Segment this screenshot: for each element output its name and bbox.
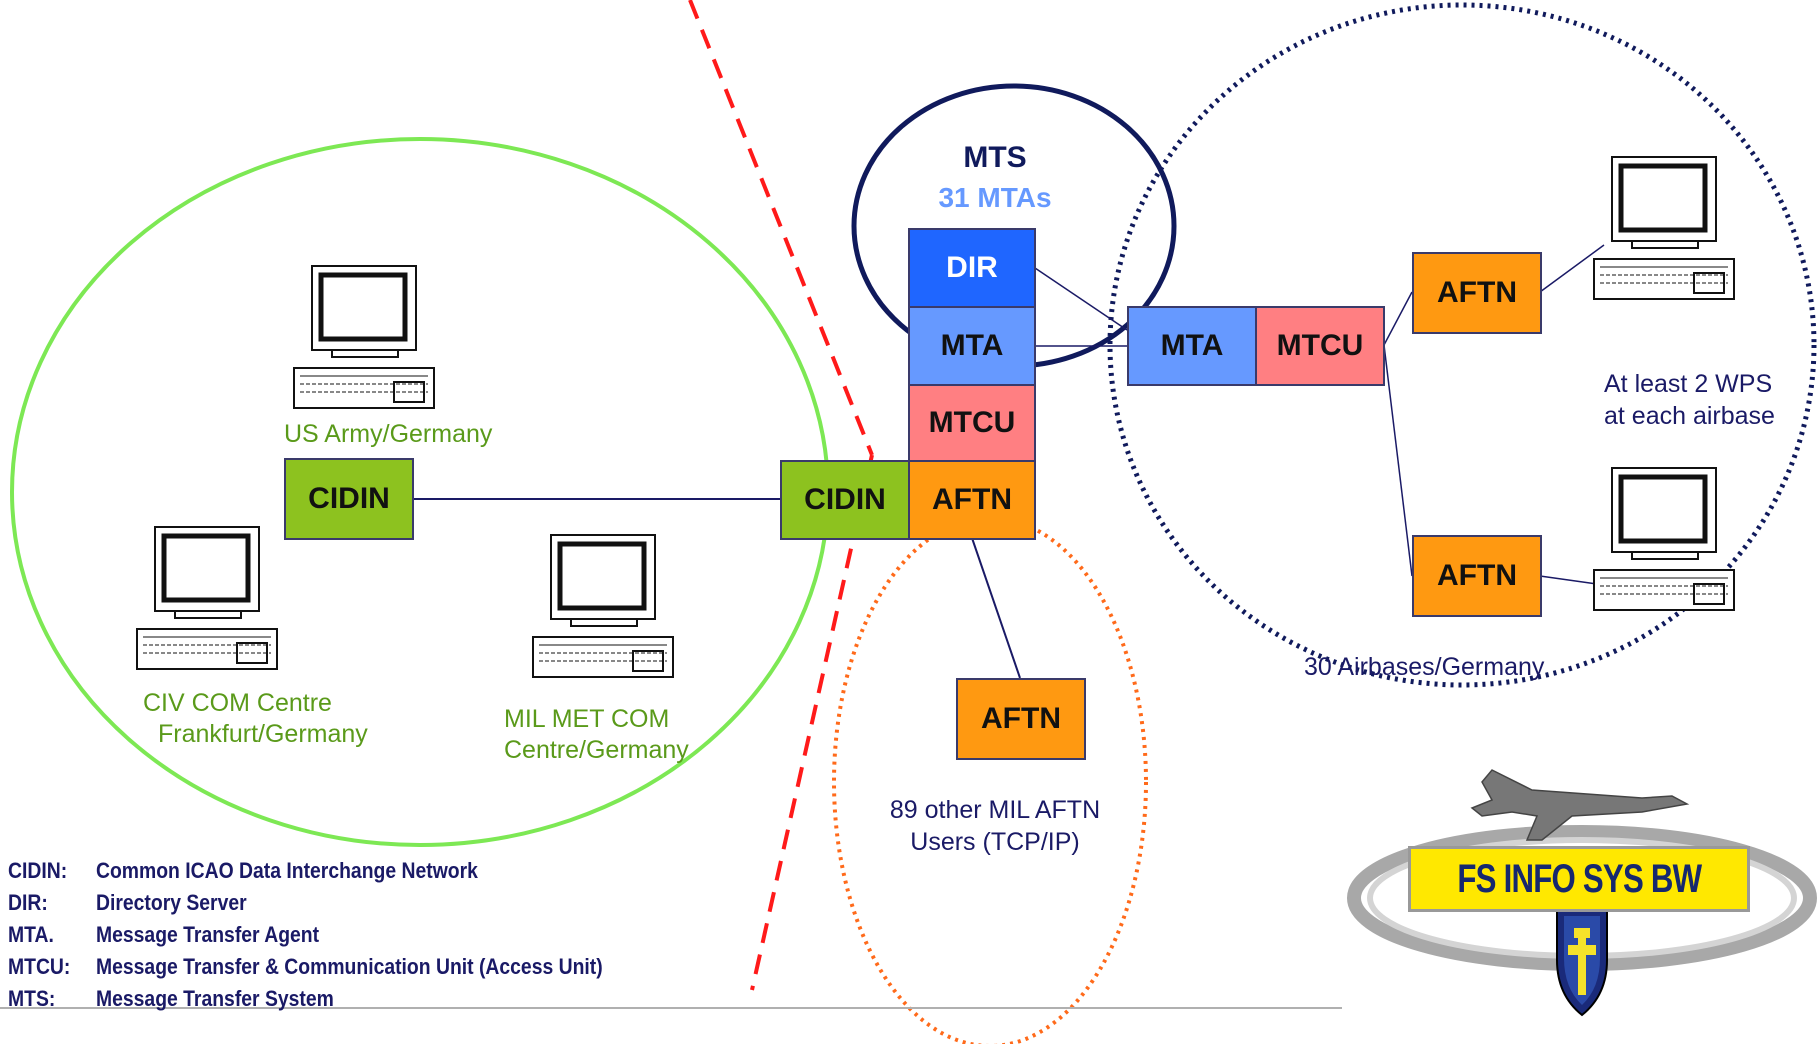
computer-icon [1593, 467, 1735, 611]
fs-info-sys-logo: FS INFO SYS BW [1342, 760, 1820, 1044]
jet-icon [1470, 769, 1690, 841]
legend-abbr: MTCU: [8, 954, 71, 979]
mts-subtitle: 31 MTAs [938, 182, 1052, 213]
civ-com-label-line1: CIV COM Centre [143, 689, 332, 717]
shield-icon [1556, 909, 1608, 1017]
legend-row-mtcu: MTCU: Message Transfer & Communication Un… [8, 954, 603, 980]
logo-banner: FS INFO SYS BW [1408, 846, 1750, 912]
wps-label-line2: at each airbase [1604, 402, 1775, 430]
legend-row-mts: MTS: Message Transfer System [8, 986, 334, 1012]
legend-text: Common ICAO Data Interchange Network [96, 858, 478, 883]
aftn-box-right-bottom: AFTN [1412, 535, 1542, 617]
legend-row-mta: MTA. Message Transfer Agent [8, 922, 319, 948]
aftn-to-bottom-link [971, 537, 1021, 679]
mtcu-to-aftn-bottom-link [1383, 344, 1413, 577]
mil-met-label-line1: MIL MET COM [504, 705, 670, 733]
mil-met-label-line2: Centre/Germany [504, 736, 689, 764]
computer-icon [293, 265, 435, 409]
computer-icon [136, 526, 278, 670]
users-region-ellipse [832, 516, 1148, 1044]
mta-box-right: MTA [1127, 306, 1257, 386]
mtcu-box-right: MTCU [1255, 306, 1385, 386]
mts-title: MTS [963, 141, 1027, 174]
users-label-line2: Users (TCP/IP) [910, 828, 1080, 856]
mta-box-center: MTA [908, 306, 1036, 386]
aftn-box-right-top: AFTN [1412, 252, 1542, 334]
mtcu-to-aftn-top-link [1383, 291, 1413, 346]
aftn-box-center: AFTN [908, 460, 1036, 540]
civil-region-ellipse [10, 137, 830, 847]
domain-boundary-line [688, 0, 874, 456]
logo-graphics [1347, 769, 1817, 1017]
wps-label-line1: At least 2 WPS [1604, 370, 1773, 398]
legend-abbr: CIDIN: [8, 858, 68, 883]
legend-text: Directory Server [96, 890, 247, 915]
aftn-box-bottom: AFTN [956, 678, 1086, 760]
users-label-line1: 89 other MIL AFTN [889, 796, 1101, 824]
legend-row-cidin: CIDIN: Common ICAO Data Interchange Netwo… [8, 858, 478, 884]
us-army-label: US Army/Germany [284, 420, 493, 448]
civ-com-label-line2: Frankfurt/Germany [158, 720, 368, 748]
mtcu-box-center: MTCU [908, 384, 1036, 462]
cidin-box-left: CIDIN [284, 458, 414, 540]
airbase-region-ellipse [1107, 2, 1817, 688]
computer-icon [532, 534, 674, 678]
legend-text: Message Transfer Agent [96, 922, 320, 947]
legend-row-dir: DIR: Directory Server [8, 890, 247, 916]
cidin-box-center: CIDIN [780, 460, 910, 540]
dir-box: DIR [908, 228, 1036, 308]
dir-to-mta-link [1034, 267, 1128, 331]
legend-abbr: MTA. [8, 922, 54, 947]
airbases-label: 30 Airbases/Germany [1304, 653, 1545, 681]
aftn-top-to-pc-link [1539, 244, 1605, 293]
legend-abbr: DIR: [8, 890, 48, 915]
logo-text: FS INFO SYS BW [1457, 856, 1702, 901]
legend-abbr: MTS: [8, 986, 56, 1011]
legend-text: Message Transfer System [96, 986, 334, 1011]
domain-boundary-line-lower [750, 454, 874, 991]
computer-icon [1593, 156, 1735, 300]
legend-text: Message Transfer & Communication Unit (A… [96, 954, 603, 979]
